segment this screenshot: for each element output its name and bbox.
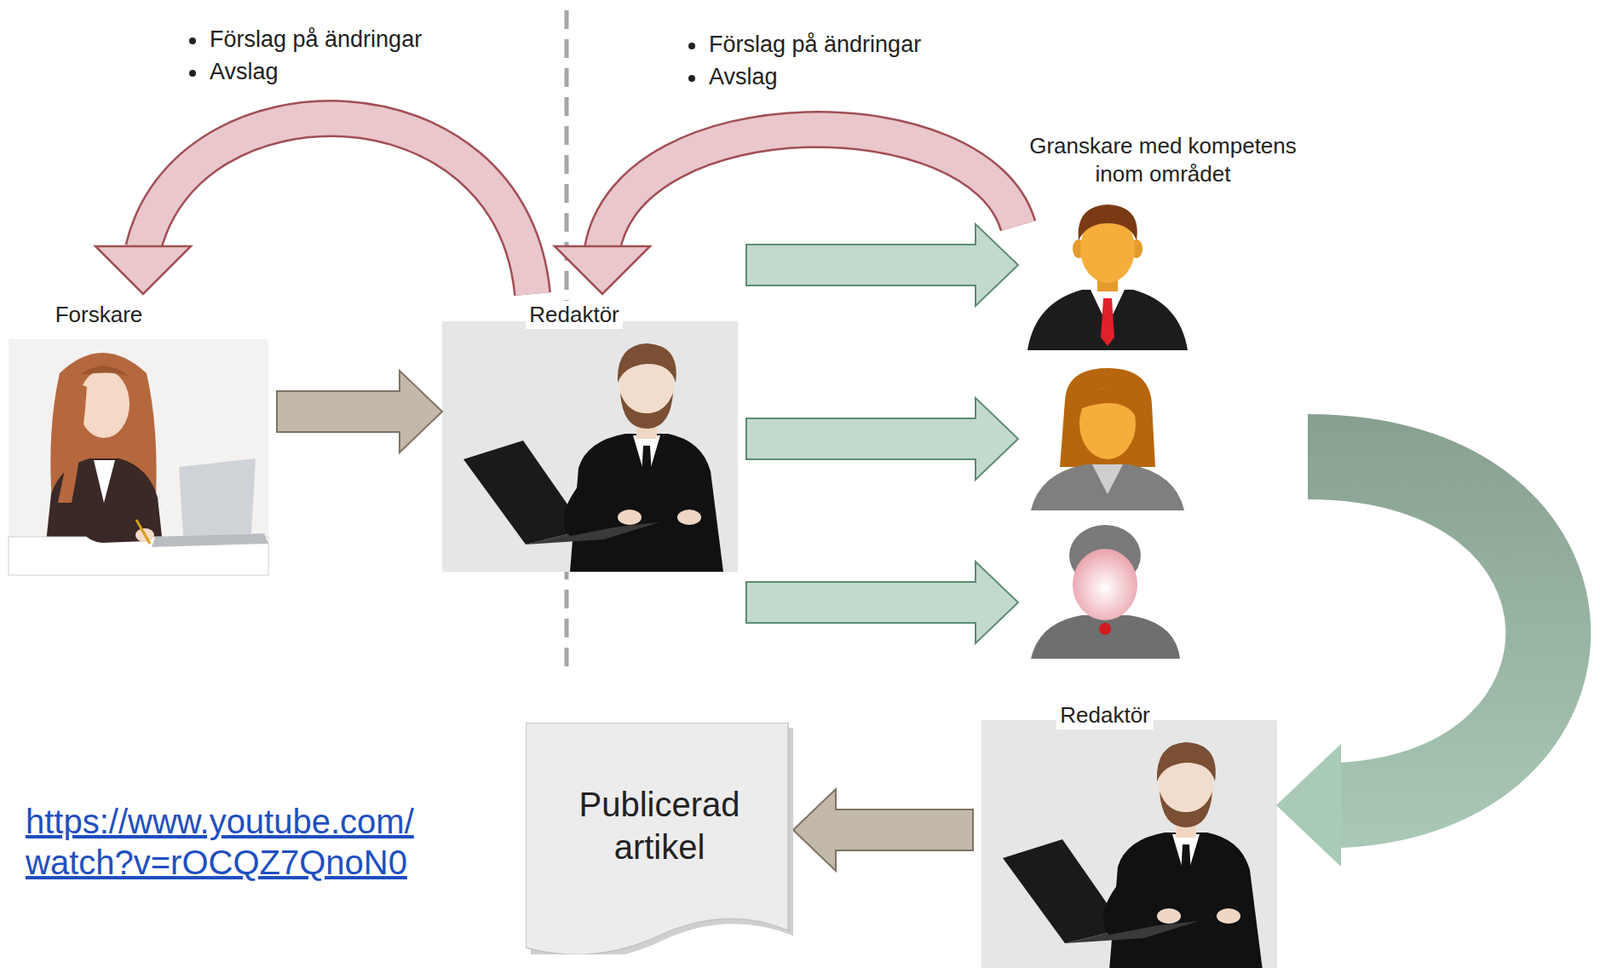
video-link: https://www.youtube.com/ watch?v=rOCQZ7Q…: [25, 800, 520, 883]
flow-arrow: [1276, 456, 1549, 867]
editor-figure: Redaktör: [981, 694, 1277, 968]
flow-arrow: [746, 397, 1019, 480]
flow-arrow: [276, 370, 443, 453]
role-label: Redaktör: [525, 300, 623, 329]
bullet-text: Avslag: [209, 57, 279, 86]
document-shape: Publicerad artikel: [525, 722, 794, 955]
editor-figure: Redaktör: [442, 293, 738, 572]
flow-arrow: [746, 561, 1019, 644]
reviewer-group: Granskare med kompetens inom området: [1018, 132, 1308, 661]
bullet-text: Förslag på ändringar: [209, 25, 422, 53]
role-label: Redaktör: [1056, 701, 1154, 730]
flow-arrow: [554, 129, 1019, 294]
role-label: Forskare: [51, 300, 147, 329]
bullet-text: Förslag på ändringar: [708, 30, 921, 58]
flow-arrow: [95, 118, 533, 294]
document-title: Publicerad artikel: [542, 782, 777, 869]
researcher-figure: Forskare: [8, 293, 269, 576]
flow-arrow: [746, 224, 1019, 306]
flow-arrow: [793, 788, 973, 871]
role-label: Granskare med kompetens inom området: [1018, 132, 1308, 188]
bullet-text: Avslag: [708, 63, 778, 91]
